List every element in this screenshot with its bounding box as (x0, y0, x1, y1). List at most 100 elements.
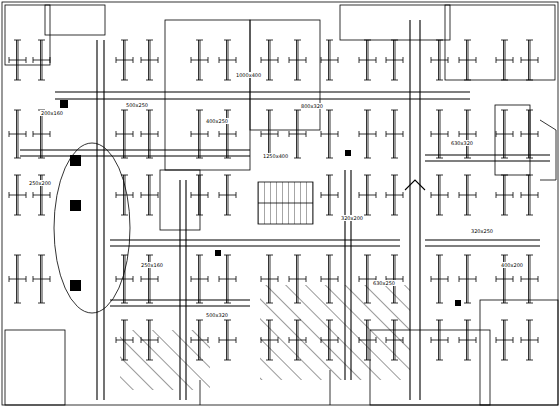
duct-size: 400x200 (500, 262, 524, 268)
branch-duct (501, 40, 508, 41)
branch-duct (116, 337, 117, 343)
branch-duct (289, 134, 306, 135)
branch-duct (146, 320, 153, 321)
branch-duct (121, 320, 128, 321)
branch-duct (431, 279, 448, 280)
branch-duct (359, 340, 376, 341)
branch-duct (436, 215, 443, 216)
branch-duct (448, 337, 449, 343)
branch-duct (26, 57, 27, 63)
branch-duct (501, 303, 508, 304)
branch-duct (338, 337, 339, 343)
branch-duct (496, 57, 497, 63)
branch-duct (196, 303, 203, 304)
branch-duct (513, 57, 514, 63)
branch-duct (464, 80, 471, 81)
branch-duct (236, 131, 237, 137)
branch-duct (391, 175, 398, 176)
branch-duct (391, 110, 398, 111)
branch-duct (26, 192, 27, 198)
branch-duct (278, 276, 279, 282)
branch-duct (464, 158, 471, 159)
branch-duct (538, 192, 539, 198)
branch-duct (364, 215, 371, 216)
branch-duct (196, 320, 203, 321)
branch-duct (391, 303, 398, 304)
branch-duct (158, 337, 159, 343)
branch-duct (191, 57, 192, 63)
branch-duct (359, 60, 376, 61)
branch-duct (436, 110, 443, 111)
branch-duct (219, 195, 236, 196)
branch-duct (33, 57, 34, 63)
branch-duct (386, 337, 387, 343)
branch-duct (326, 110, 333, 111)
branch-duct (278, 57, 279, 63)
branch-duct (321, 192, 322, 198)
branch-duct (526, 158, 533, 159)
branch-duct (146, 215, 153, 216)
branch-duct (326, 158, 333, 159)
branch-duct (294, 303, 301, 304)
branch-duct (521, 134, 538, 135)
branch-duct (306, 276, 307, 282)
branch-duct (133, 57, 134, 63)
branch-duct (236, 276, 237, 282)
branch-duct (496, 60, 513, 61)
branch-duct (403, 337, 404, 343)
branch-duct (436, 158, 443, 159)
branch-duct (496, 134, 513, 135)
branch-duct (141, 134, 158, 135)
branch-duct (224, 215, 231, 216)
branch-duct (476, 276, 477, 282)
branch-duct (116, 340, 133, 341)
branch-duct (521, 131, 522, 137)
branch-duct (526, 175, 533, 176)
branch-duct (294, 255, 301, 256)
branch-duct (158, 131, 159, 137)
branch-duct (294, 110, 301, 111)
branch-duct (208, 57, 209, 63)
branch-duct (376, 131, 377, 137)
branch-duct (158, 57, 159, 63)
duct-size: 630x250 (372, 280, 396, 286)
branch-duct (191, 340, 208, 341)
branch-duct (391, 360, 398, 361)
branch-duct (261, 279, 278, 280)
branch-duct (476, 57, 477, 63)
branch-duct (38, 158, 45, 159)
branch-duct (14, 158, 21, 159)
branch-duct (133, 276, 134, 282)
branch-duct (359, 276, 360, 282)
duct-size: 630x320 (450, 140, 474, 146)
branch-duct (501, 255, 508, 256)
branch-duct (50, 57, 51, 63)
branch-duct (436, 320, 443, 321)
branch-duct (326, 40, 333, 41)
branch-duct (224, 80, 231, 81)
branch-duct (526, 40, 533, 41)
branch-duct (436, 360, 443, 361)
branch-duct (464, 215, 471, 216)
branch-duct (116, 134, 133, 135)
branch-duct (459, 276, 460, 282)
branch-duct (191, 192, 192, 198)
branch-duct (219, 276, 220, 282)
branch-duct (464, 40, 471, 41)
duct-size: 250x160 (140, 262, 164, 268)
branch-duct (33, 134, 50, 135)
branch-duct (289, 60, 306, 61)
branch-duct (431, 134, 448, 135)
branch-duct (266, 360, 273, 361)
branch-duct (521, 195, 538, 196)
duct-size: 1250x400 (262, 153, 289, 159)
branch-duct (121, 215, 128, 216)
branch-duct (141, 195, 158, 196)
branch-duct (294, 360, 301, 361)
branch-duct (14, 110, 21, 111)
branch-duct (321, 195, 338, 196)
branch-duct (364, 158, 371, 159)
branch-duct (403, 131, 404, 137)
branch-duct (196, 80, 203, 81)
branch-duct (501, 360, 508, 361)
